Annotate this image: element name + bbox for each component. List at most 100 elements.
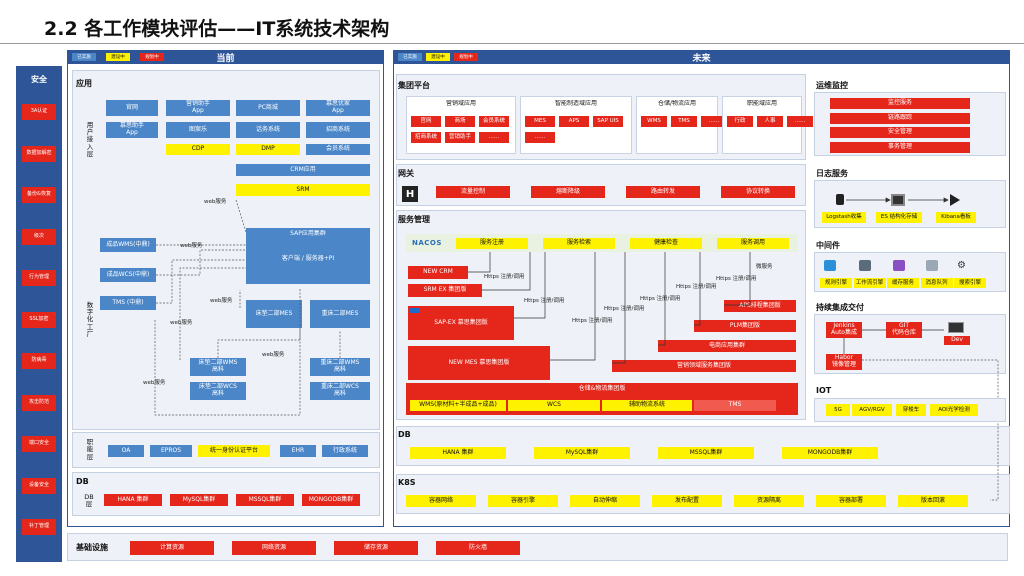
sap-group-label: SAP应用集群 xyxy=(290,230,326,237)
logistics-item: TMS xyxy=(694,400,776,411)
func-app-box: 统一身份认证平台 xyxy=(198,445,270,457)
future-header: 未来 xyxy=(393,50,1010,64)
title-underline xyxy=(0,43,1024,44)
aps-box: APS排程集团版 xyxy=(724,300,796,312)
app-domain-item: TMS xyxy=(671,116,697,127)
gateway-item: 路由转发 xyxy=(626,186,700,198)
nacos-item: 健康检查 xyxy=(630,238,702,249)
logistics-item: WCS xyxy=(508,400,600,411)
https-label-7: Https 注册/调用 xyxy=(716,276,757,282)
ops-item: 安全管理 xyxy=(830,127,970,138)
new-crm-box: NEW CRM xyxy=(408,266,468,279)
security-item: 行为管理 xyxy=(22,270,56,286)
app-domain-title: 仓储/物流应用 xyxy=(657,100,697,108)
app-domain-item: 会员系统 xyxy=(479,116,509,127)
db-box: HANA 集群 xyxy=(104,494,162,506)
security-item: 级次 xyxy=(22,228,56,245)
db-box: MONGODB集群 xyxy=(302,494,360,506)
log-item: Logstash收集 xyxy=(822,212,866,223)
current-app-label: 应用 xyxy=(76,79,92,88)
nacos-item: 服务检索 xyxy=(543,238,615,249)
app-domain-item: …… xyxy=(787,116,813,127)
infra-item: 防火墙 xyxy=(436,541,520,555)
k8s-panel xyxy=(396,474,1010,514)
infra-item: 计算资源 xyxy=(130,541,214,555)
middleware-item: 规则引擎 xyxy=(820,278,852,288)
future-legend-online: 已实施 xyxy=(398,53,422,61)
sap-ex-box: SAP-EX 慕思集团版 xyxy=(408,306,514,340)
app-domain-item: 营销助手 xyxy=(445,132,475,143)
log-item: ES 结构化存储 xyxy=(876,212,922,223)
ops-item: 链路跟踪 xyxy=(830,112,970,124)
search-engine-icon: ⚙ xyxy=(957,260,966,271)
logistics-item: 辅助物流系统 xyxy=(602,400,692,411)
wcs-box: 成品WCS(中鼎) xyxy=(100,268,156,282)
infra-item: 网络资源 xyxy=(232,541,316,555)
current-db-label: DB xyxy=(76,477,89,486)
app-domain-title: 智能制造域应用 xyxy=(554,100,597,108)
rules-engine-icon xyxy=(824,260,836,271)
k8s-item: 资源隔离 xyxy=(734,495,804,507)
log-label: 日志服务 xyxy=(816,169,848,178)
https-label-4: Https 注册/调用 xyxy=(604,306,645,312)
workflow-engine-icon xyxy=(859,260,871,271)
middleware-item: 消息队列 xyxy=(920,278,953,288)
future-legend-building: 建设中 xyxy=(426,53,450,61)
legend-planned: 规划中 xyxy=(140,53,164,61)
iot-item: 穿梭车 xyxy=(896,404,926,416)
user-app-box: 慕思助手 App xyxy=(106,122,158,138)
security-item: 数据加解密 xyxy=(22,145,56,162)
mes2-box: 重床二部MES xyxy=(310,300,370,328)
k8s-item: 版本回滚 xyxy=(898,495,968,507)
web-service-label-1: web服务 xyxy=(204,199,227,205)
db-box: MONGODB集群 xyxy=(782,447,878,459)
middleware-item: 缓存服务 xyxy=(887,278,919,288)
func-app-box: EPROS xyxy=(150,445,192,457)
iot-item: 5G xyxy=(826,404,850,416)
user-app-box: 招商系统 xyxy=(306,122,370,138)
gateway-panel xyxy=(396,164,806,206)
https-label-5: Https 注册/调用 xyxy=(640,296,681,302)
db-box: MSSQL集群 xyxy=(658,447,754,459)
app-domain-item: …… xyxy=(701,116,727,127)
future-db-label: DB xyxy=(398,430,411,439)
app-domain-item: 官网 xyxy=(411,116,441,127)
git-box: GIT 代码仓库 xyxy=(886,322,922,338)
marketing-box: 营销领域服务集团版 xyxy=(612,360,796,372)
db-box: MSSQL集群 xyxy=(236,494,294,506)
app-domain-item: 行政 xyxy=(727,116,753,127)
middleware-label: 中间件 xyxy=(816,241,840,250)
security-item: 补丁管理 xyxy=(22,519,56,535)
logistics-item: WMS(原材料+半成品+成品) xyxy=(410,400,506,411)
gateway-item: 熔断降级 xyxy=(531,186,605,198)
security-item: 防病毒 xyxy=(22,353,56,369)
app-domain-item: 招商系统 xyxy=(411,132,441,143)
gateway-label: 网关 xyxy=(398,169,414,178)
crm-box: CRM应用 xyxy=(236,164,370,176)
digital-layer-label: 数 字 化 工 厂 xyxy=(86,301,94,338)
security-item: 3A认证 xyxy=(22,104,56,120)
plm-box: PLM集团版 xyxy=(694,320,796,332)
func-app-box: EHR xyxy=(280,445,316,457)
future-legend-planned: 规划中 xyxy=(454,53,478,61)
cdp-box: CDP xyxy=(166,144,230,155)
web-service-label-3: web服务 xyxy=(210,298,233,304)
security-item: 攻击防范 xyxy=(22,394,56,411)
infra-label: 基础设施 xyxy=(76,543,108,552)
dmp-box: DMP xyxy=(236,144,300,155)
wms2-box: 重床二部WMS 高科 xyxy=(310,358,370,376)
security-title: 安全 xyxy=(31,74,47,84)
https-label-1: Https 注册/调用 xyxy=(484,274,525,280)
kibana-icon xyxy=(950,194,960,206)
sap-sub-label: 客户端 / 服务器+PI xyxy=(281,254,335,262)
security-item: SSL加密 xyxy=(22,311,56,328)
k8s-label: K8S xyxy=(398,478,416,487)
nacos-item: 服务注册 xyxy=(456,238,528,249)
app-domain-item: 商场 xyxy=(445,116,475,127)
k8s-item: 发布配置 xyxy=(652,495,722,507)
legend-online: 已实施 xyxy=(72,53,96,61)
func-app-box: OA xyxy=(108,445,144,457)
ops-item: 事务管理 xyxy=(830,141,970,153)
gateway-logo-icon: H xyxy=(402,186,418,202)
